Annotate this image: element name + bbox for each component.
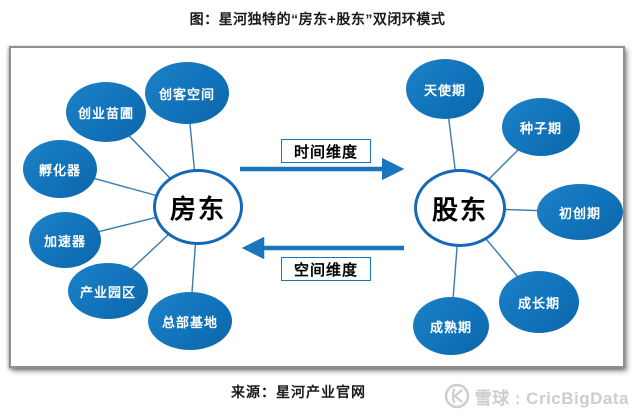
node-mature-stage: 成熟期 — [413, 297, 489, 355]
node-label: 加速器 — [43, 233, 86, 249]
node-label: 总部基地 — [161, 314, 218, 330]
node-accelerator: 加速器 — [29, 212, 101, 268]
node-industrial-park: 产业园区 — [68, 263, 148, 319]
node-label: 创客空间 — [158, 86, 215, 102]
source-caption: 来源：星河产业官网 — [231, 384, 366, 400]
watermark-text: 雪球 : CricBigData — [474, 388, 629, 408]
hub-shareholder: 股东 — [414, 169, 506, 247]
time-dimension-label: 时间维度 — [281, 139, 371, 163]
node-label: 初创期 — [558, 205, 601, 221]
hub-label: 房东 — [169, 193, 226, 224]
xueqiu-logo-icon — [444, 383, 470, 409]
node-label: 成长期 — [517, 295, 560, 311]
hub-label: 股东 — [431, 194, 488, 225]
node-label: 孵化器 — [38, 162, 81, 178]
node-incubator: 孵化器 — [23, 140, 97, 198]
node-headquarters-base: 总部基地 — [148, 292, 232, 350]
node-growth-stage: 成长期 — [499, 271, 579, 333]
node-label: 种子期 — [519, 120, 562, 136]
node-startup-nursery: 创业苗圃 — [66, 82, 146, 142]
node-seed-stage: 种子期 — [502, 98, 580, 156]
hub-landlord: 房东 — [153, 169, 243, 245]
node-label: 产业园区 — [79, 284, 136, 300]
page-title: 图：星河独特的“房东+股东”双闭环模式 — [189, 11, 446, 27]
node-label: 天使期 — [423, 82, 466, 98]
node-label: 成熟期 — [429, 319, 472, 335]
watermark: 雪球 : CricBigData — [444, 383, 629, 409]
node-angel-stage: 天使期 — [406, 59, 484, 119]
node-maker-space: 创客空间 — [145, 62, 229, 124]
node-early-stage: 初创期 — [537, 184, 623, 240]
node-label: 创业苗圃 — [77, 105, 134, 121]
diagram-frame: 创客空间 创业苗圃 孵化器 加速器 产业园区 总部基地 房东 天使期 种子期 初… — [9, 46, 625, 368]
space-dimension-label: 空间维度 — [281, 257, 371, 281]
